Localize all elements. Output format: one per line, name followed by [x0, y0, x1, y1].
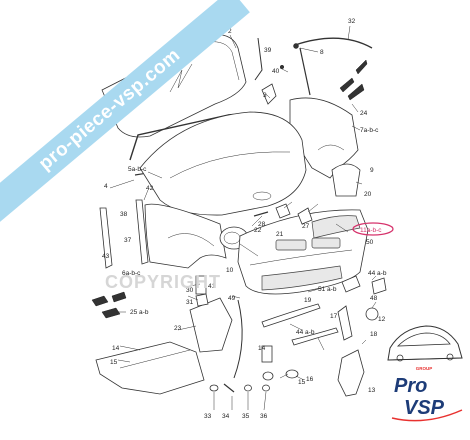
callout: 10	[226, 267, 234, 274]
callout: 41	[208, 283, 216, 290]
car-icon	[387, 325, 463, 362]
pillar-trim-left	[99, 207, 113, 269]
callout: 20	[364, 191, 372, 198]
callout: 9	[370, 167, 374, 174]
callout: 7a-b-c	[360, 127, 379, 134]
callout: 42	[146, 185, 154, 192]
tow-eye-cover	[261, 345, 273, 363]
provsp-logo: GROUP Pro VSP	[387, 325, 463, 422]
highlight-ring	[352, 222, 394, 236]
callout: 40	[272, 68, 280, 75]
callout: 15	[298, 379, 306, 386]
callout: 13	[368, 387, 376, 394]
callout: 19	[304, 297, 312, 304]
callout: 35	[242, 413, 250, 420]
callout: 32	[348, 18, 356, 25]
callout: 5a-b-c	[128, 166, 147, 173]
callout: 27	[302, 223, 310, 230]
callout: 2	[228, 28, 232, 35]
callout: 11a-b-c	[360, 227, 382, 234]
decal-stripe	[339, 59, 368, 101]
callout: 44 a-b	[296, 329, 315, 336]
side-decal	[91, 291, 127, 319]
callout: 48	[370, 295, 378, 302]
callout: 30	[186, 287, 194, 294]
callout: 6a-b-c	[122, 270, 141, 277]
callout: 49	[228, 295, 236, 302]
callout: 14	[258, 345, 266, 352]
upper-grille	[311, 215, 361, 239]
callout: 22	[254, 227, 262, 234]
callout: 36	[260, 413, 268, 420]
bonnet	[139, 111, 307, 216]
callout: 23	[174, 325, 182, 332]
callout: 12	[378, 316, 386, 323]
callout: 3	[263, 92, 267, 99]
fog-lamp-unit	[337, 349, 365, 397]
callout: 31	[186, 299, 194, 306]
callout: 50	[366, 239, 374, 246]
callout: 15	[110, 359, 118, 366]
clip-15	[285, 369, 299, 379]
left-fender	[144, 203, 227, 269]
callout: 16	[306, 376, 314, 383]
copyright-watermark: COPYRIGHT	[105, 272, 222, 292]
callout: 18	[370, 331, 378, 338]
bumper-strip-lower	[291, 327, 339, 346]
fasteners	[209, 383, 270, 393]
fog-lamp	[365, 307, 379, 321]
callout: 4	[104, 183, 108, 190]
callout: 17	[330, 313, 338, 320]
callout: 24	[360, 110, 368, 117]
front-crossmember	[95, 297, 233, 395]
leader-lines	[109, 25, 377, 411]
callout: 25 a-b	[130, 309, 149, 316]
trim-bracket-30	[195, 293, 209, 307]
callout-labels: 2 3 4 5a-b-c 6a-b-c 7a-b-c 8 9 10 11a-b-…	[102, 18, 387, 420]
bonnet-latch	[275, 203, 291, 219]
side-member-line	[233, 299, 243, 379]
side-bracket	[371, 277, 387, 295]
bumper-strip-upper	[261, 303, 321, 328]
clip-16	[262, 371, 274, 381]
fog-lamp-bezel	[341, 275, 361, 293]
callout: 33	[204, 413, 212, 420]
callout: 14	[112, 345, 120, 352]
callout: 37	[124, 237, 132, 244]
fender-liner	[331, 163, 361, 197]
callout: 44 a-b	[368, 270, 387, 277]
wiper-nozzle	[253, 211, 269, 217]
callout: 34	[222, 413, 230, 420]
bumper-trim-side	[337, 305, 353, 341]
hinge-bracket	[261, 83, 277, 105]
callout: 51 a-b	[318, 286, 337, 293]
callout: 28	[258, 221, 266, 228]
callout: 8	[320, 49, 324, 56]
group-text: GROUP	[416, 366, 433, 371]
callout: 39	[264, 47, 272, 54]
brand-vsp: VSP	[404, 397, 445, 419]
brand-pro: Pro	[394, 375, 427, 397]
roof-trim	[294, 37, 373, 49]
callout: 43	[102, 253, 110, 260]
lock-bracket	[297, 207, 313, 225]
pillar-trim-right	[135, 199, 149, 265]
logo-swoosh	[391, 409, 463, 422]
callout: 21	[276, 231, 284, 238]
callout: 38	[120, 211, 128, 218]
